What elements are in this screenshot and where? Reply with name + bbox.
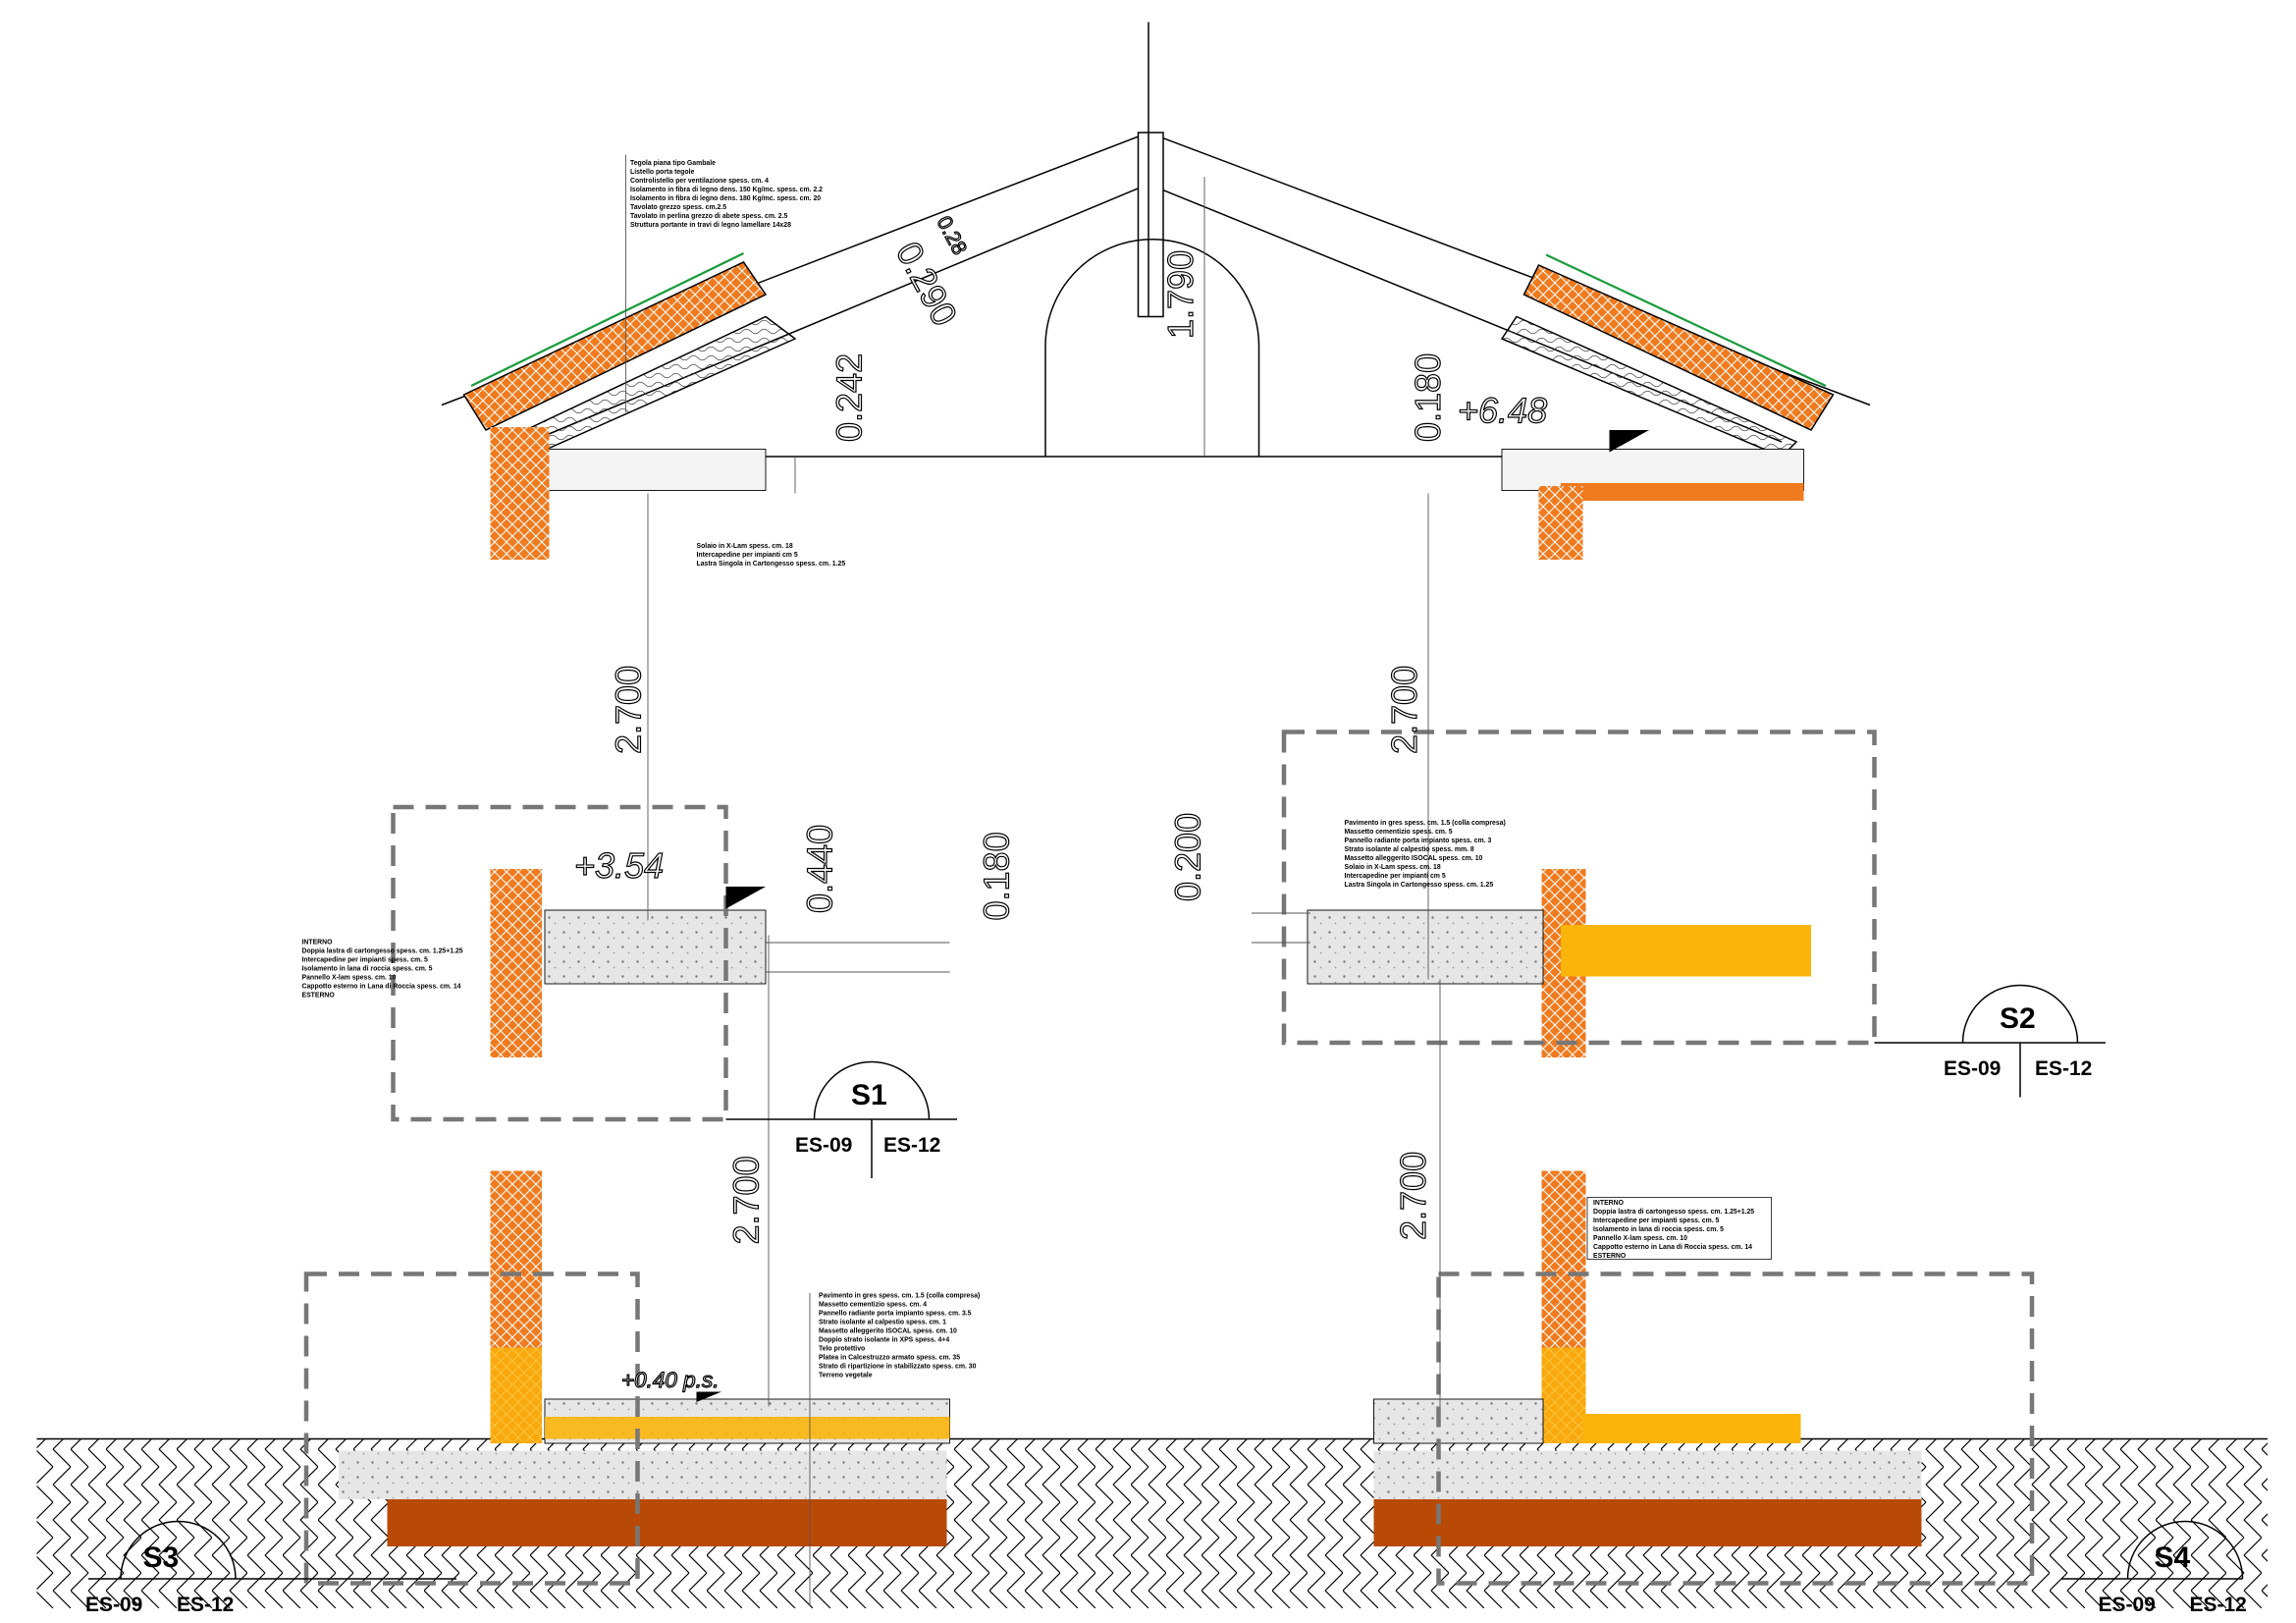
- wall-first-left: [490, 869, 542, 1057]
- svg-text:Massetto cementizio spess. cm.: Massetto cementizio spess. cm. 4: [819, 1302, 927, 1309]
- dim-rafter-small: 0.28: [933, 213, 971, 259]
- dim-first-height-right: 2.700: [1384, 666, 1424, 754]
- svg-text:Tegola piana tipo Gambale: Tegola piana tipo Gambale: [630, 160, 716, 167]
- dim-ground-height-left: 2.700: [726, 1156, 767, 1244]
- first-floor-notes: Pavimento in gres spess. cm. 1.5 (colla …: [1345, 820, 1506, 889]
- svg-text:ES-09: ES-09: [2099, 1594, 2156, 1616]
- svg-text:S2: S2: [2000, 1002, 2036, 1035]
- svg-text:Solaio in X-Lam spess. cm. 18: Solaio in X-Lam spess. cm. 18: [697, 543, 793, 550]
- svg-text:ES-12: ES-12: [177, 1594, 234, 1616]
- svg-text:Platea in Calcestruzzo armato: Platea in Calcestruzzo armato spess. cm.…: [819, 1355, 960, 1362]
- level-ground: +0.40 p.s.: [621, 1368, 719, 1392]
- section-marker-s1[interactable]: S1 ES-09 ES-12: [725, 1060, 958, 1179]
- svg-text:Strato isolante al calpestio s: Strato isolante al calpestio spess. mm. …: [1345, 846, 1474, 853]
- svg-text:Doppia lastra di cartongesso s: Doppia lastra di cartongesso spess. cm. …: [1593, 1209, 1754, 1216]
- roof-insulation-right: [1522, 264, 1835, 431]
- svg-text:Controlistello per ventilazion: Controlistello per ventilazione spess. c…: [630, 178, 769, 185]
- svg-text:ES-12: ES-12: [883, 1134, 940, 1157]
- arch-opening: [1044, 239, 1260, 457]
- svg-text:Pavimento in gres spess. cm. 1: Pavimento in gres spess. cm. 1.5 (colla …: [819, 1293, 980, 1300]
- svg-text:ES-09: ES-09: [85, 1594, 142, 1616]
- foundation-left: [387, 1499, 947, 1546]
- svg-text:Massetto cementizio spess. cm.: Massetto cementizio spess. cm. 5: [1345, 829, 1453, 836]
- svg-text:Lastra Singola in Cartongesso: Lastra Singola in Cartongesso spess. cm.…: [1345, 882, 1494, 889]
- dim-left-eave: 0.242: [829, 353, 870, 442]
- balcony-right: [1561, 925, 1811, 977]
- svg-text:Massetto alleggerito ISOCAL sp: Massetto alleggerito ISOCAL spess. cm. 1…: [1345, 855, 1483, 862]
- svg-text:ES-12: ES-12: [2190, 1594, 2247, 1616]
- svg-text:Solaio in X-Lam spess. cm. 18: Solaio in X-Lam spess. cm. 18: [1345, 864, 1441, 871]
- wall-roof-right: [1538, 486, 1583, 560]
- section-marker-s2[interactable]: S2 ES-09 ES-12: [1874, 984, 2107, 1098]
- dim-ground-height-right: 2.700: [1393, 1152, 1433, 1240]
- svg-text:Pannello X-lam spess. cm. 10: Pannello X-lam spess. cm. 10: [302, 975, 397, 982]
- svg-text:INTERNO: INTERNO: [302, 940, 334, 947]
- svg-text:Strato di ripartizione in stab: Strato di ripartizione in stabilizzato s…: [819, 1364, 977, 1371]
- svg-text:Isolamento in lana di roccia s: Isolamento in lana di roccia spess. cm. …: [302, 966, 433, 973]
- dim-ridge-height: 1.790: [1160, 250, 1201, 339]
- svg-text:Pannello radiante porta impian: Pannello radiante porta impianto spess. …: [819, 1311, 972, 1318]
- svg-text:Pannello X-lam spess. cm. 10: Pannello X-lam spess. cm. 10: [1593, 1235, 1687, 1242]
- dimension-lines: [647, 177, 1441, 1407]
- svg-text:S3: S3: [143, 1542, 180, 1574]
- floor-first-left: [544, 909, 767, 985]
- svg-text:Doppio strato isolante in XPS: Doppio strato isolante in XPS spess. 4+4: [819, 1337, 949, 1344]
- svg-text:Massetto alleggerito ISOCAL sp: Massetto alleggerito ISOCAL spess. cm. 1…: [819, 1328, 957, 1335]
- svg-text:S4: S4: [2155, 1542, 2191, 1574]
- svg-text:INTERNO: INTERNO: [1593, 1200, 1625, 1207]
- svg-text:ES-12: ES-12: [2035, 1057, 2092, 1080]
- svg-text:Intercapedine per impianti spe: Intercapedine per impianti spess. cm. 5: [302, 957, 429, 964]
- svg-text:Pannello radiante porta impian: Pannello radiante porta impianto spess. …: [1345, 838, 1492, 844]
- svg-text:ES-09: ES-09: [1944, 1057, 2001, 1080]
- ceiling-notes: Solaio in X-Lam spess. cm. 18 Intercaped…: [697, 543, 846, 568]
- svg-text:Struttura portante in travi di: Struttura portante in travi di legno lam…: [630, 222, 791, 229]
- detail-box-s3: [303, 1271, 640, 1586]
- svg-text:Intercapedine per impianti cm: Intercapedine per impianti cm 5: [697, 552, 798, 559]
- svg-text:Isolamento in fibra di legno d: Isolamento in fibra di legno dens. 180 K…: [630, 195, 821, 202]
- dim-slab-left: 0.180: [977, 832, 1017, 920]
- svg-text:Pavimento in gres spess. cm. 1: Pavimento in gres spess. cm. 1.5 (colla …: [1345, 820, 1506, 827]
- svg-text:Tavolato grezzo spess. cm.2.5: Tavolato grezzo spess. cm.2.5: [630, 204, 726, 211]
- svg-text:Cappotto esterno in Lana di Ro: Cappotto esterno in Lana di Roccia spess…: [302, 984, 461, 991]
- level-first: +3.54: [574, 845, 664, 886]
- dim-floor-right: 0.200: [1168, 813, 1208, 901]
- svg-text:Lastra Singola in Cartongesso: Lastra Singola in Cartongesso spess. cm.…: [697, 561, 846, 568]
- svg-text:Cappotto esterno in Lana di Ro: Cappotto esterno in Lana di Roccia spess…: [1593, 1244, 1752, 1251]
- dim-first-height-left: 2.700: [609, 666, 649, 754]
- svg-text:ESTERNO: ESTERNO: [302, 993, 336, 1000]
- svg-text:Strato isolante al calpestio s: Strato isolante al calpestio spess. cm. …: [819, 1320, 946, 1326]
- foundation-right: [1373, 1499, 1922, 1546]
- svg-text:Intercapedine per impianti cm: Intercapedine per impianti cm 5: [1345, 873, 1446, 880]
- svg-text:Telo protettivo: Telo protettivo: [819, 1346, 865, 1353]
- first-wall-notes: INTERNO Doppia lastra di cartongesso spe…: [302, 940, 463, 1000]
- detail-box-s1: [391, 804, 728, 1122]
- wall-roof-left: [490, 427, 550, 560]
- svg-text:ES-09: ES-09: [795, 1134, 852, 1157]
- roof-insulation-left: [462, 261, 768, 431]
- section-marker-s4[interactable]: S4 ES-09 ES-12: [2061, 1520, 2247, 1617]
- svg-text:S1: S1: [851, 1079, 887, 1111]
- svg-text:Listello porta tegole: Listello porta tegole: [630, 169, 694, 176]
- svg-text:ESTERNO: ESTERNO: [1593, 1253, 1627, 1260]
- roof: [441, 22, 1871, 501]
- detail-box-s2: [1281, 730, 1877, 1046]
- svg-text:Isolamento in fibra di legno d: Isolamento in fibra di legno dens. 150 K…: [630, 187, 823, 193]
- ground-wall-notes: INTERNO Doppia lastra di cartongesso spe…: [1586, 1197, 1772, 1260]
- gravel-left: [339, 1450, 947, 1499]
- svg-text:Terreno vegetale: Terreno vegetale: [819, 1373, 873, 1380]
- level-roof: +6.48: [1458, 391, 1547, 431]
- dim-floor-left: 0.440: [800, 825, 840, 913]
- roof-notes: Tegola piana tipo Gambale Listello porta…: [625, 154, 823, 412]
- ground-floor-notes: Pavimento in gres spess. cm. 1.5 (colla …: [809, 1293, 980, 1605]
- floor-ground-right: [1373, 1398, 1544, 1444]
- svg-text:Doppia lastra di cartongesso s: Doppia lastra di cartongesso spess. cm. …: [302, 948, 463, 955]
- dim-right-eave: 0.180: [1408, 353, 1448, 442]
- detail-box-s4: [1436, 1271, 2035, 1586]
- gravel-right: [1373, 1450, 1922, 1499]
- section-marker-s3[interactable]: S3 ES-09 ES-12: [85, 1520, 456, 1617]
- floor-first-right: [1307, 909, 1544, 985]
- svg-text:Isolamento in lana di roccia s: Isolamento in lana di roccia spess. cm. …: [1593, 1226, 1724, 1233]
- svg-text:Intercapedine per impianti spe: Intercapedine per impianti spess. cm. 5: [1593, 1217, 1720, 1224]
- svg-text:Tavolato in perlina grezzo di: Tavolato in perlina grezzo di abete spes…: [630, 213, 788, 220]
